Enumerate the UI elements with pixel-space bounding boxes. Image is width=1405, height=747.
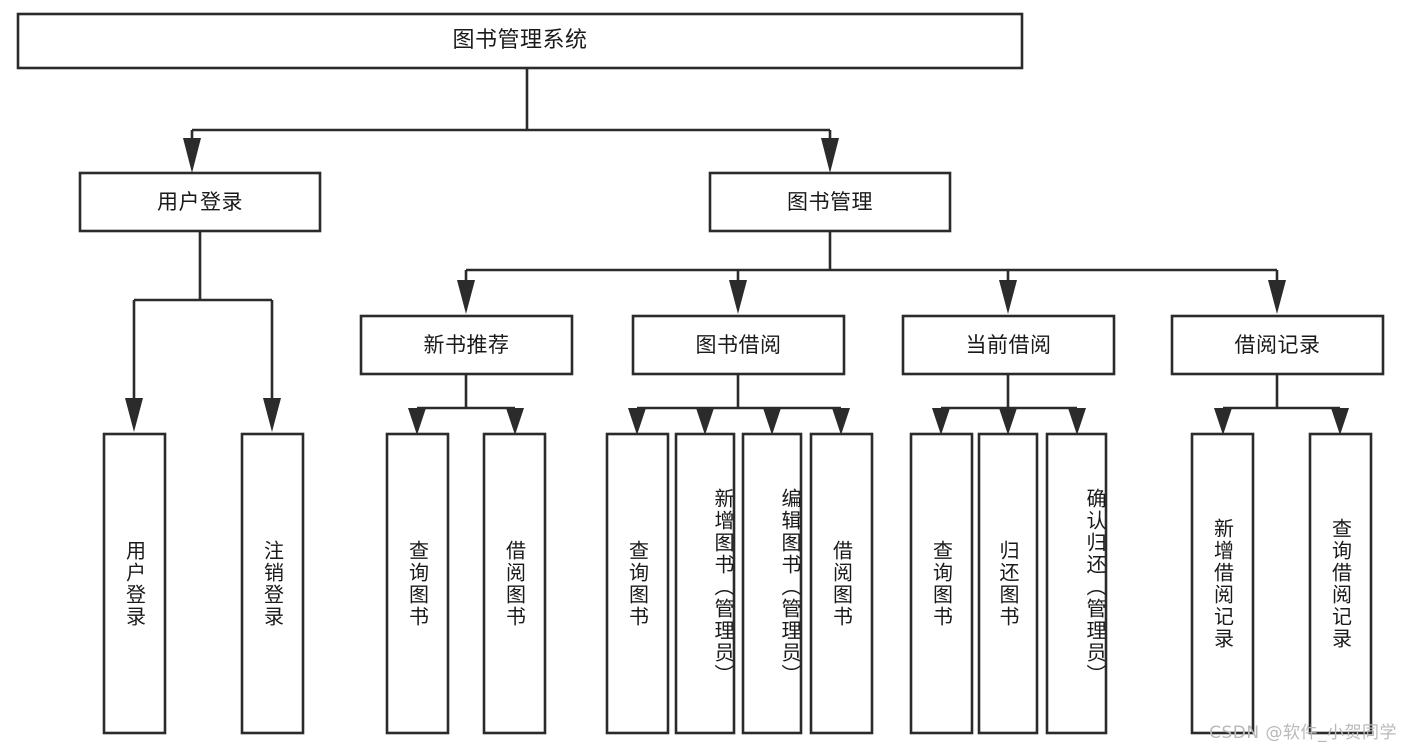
- arrowhead-leaf-add-record: [1214, 408, 1232, 435]
- node-box-leaf-edit-book[interactable]: [741, 432, 803, 735]
- arrowhead-leaf-edit-book: [763, 408, 781, 435]
- node-box-borrow-record[interactable]: [1170, 314, 1385, 376]
- node-box-leaf-query-book-1[interactable]: [385, 432, 450, 735]
- node-box-leaf-query-book-3[interactable]: [909, 432, 974, 735]
- node-box-leaf-return-book[interactable]: [977, 432, 1039, 735]
- node-box-current-borrow[interactable]: [901, 314, 1116, 376]
- arrowhead-leaf-confirm-return: [1068, 408, 1086, 435]
- node-box-user-login[interactable]: [78, 171, 322, 233]
- node-box-new-book-rec[interactable]: [359, 314, 574, 376]
- node-box-root[interactable]: [16, 12, 1024, 70]
- node-box-leaf-add-book[interactable]: [674, 432, 736, 735]
- arrowhead-book-manage: [821, 138, 839, 173]
- arrowhead-leaf-query-record: [1331, 408, 1349, 435]
- arrowhead-leaf-user-login: [125, 398, 143, 432]
- arrowhead-leaf-return-book: [999, 408, 1017, 435]
- arrowhead-new-book-rec: [457, 280, 475, 314]
- arrowhead-book-borrow: [729, 280, 747, 314]
- arrowhead-leaf-logout: [263, 398, 281, 432]
- arrowhead-leaf-query-book-1: [408, 408, 426, 435]
- node-box-leaf-query-record[interactable]: [1308, 432, 1373, 735]
- arrowhead-current-borrow: [999, 280, 1017, 314]
- arrowhead-leaf-query-book-2: [628, 408, 646, 435]
- arrowhead-leaf-borrow-book-1: [506, 408, 524, 435]
- node-box-leaf-borrow-book-2[interactable]: [809, 432, 874, 735]
- node-box-leaf-logout[interactable]: [240, 432, 305, 735]
- node-box-leaf-borrow-book-1[interactable]: [482, 432, 547, 735]
- node-box-book-manage[interactable]: [708, 171, 952, 233]
- node-box-leaf-query-book-2[interactable]: [605, 432, 670, 735]
- arrowhead-leaf-add-book: [696, 408, 714, 435]
- node-box-leaf-add-record[interactable]: [1190, 432, 1255, 735]
- watermark-text: CSDN @软件_小贺同学: [1209, 723, 1397, 743]
- node-box-leaf-user-login[interactable]: [102, 432, 167, 735]
- arrowhead-user-login: [183, 138, 201, 173]
- node-box-book-borrow[interactable]: [631, 314, 846, 376]
- node-box-leaf-confirm-return[interactable]: [1045, 432, 1108, 735]
- arrowhead-borrow-record: [1268, 280, 1286, 314]
- arrowhead-leaf-query-book-3: [932, 408, 950, 435]
- arrowhead-leaf-borrow-book-2: [832, 408, 850, 435]
